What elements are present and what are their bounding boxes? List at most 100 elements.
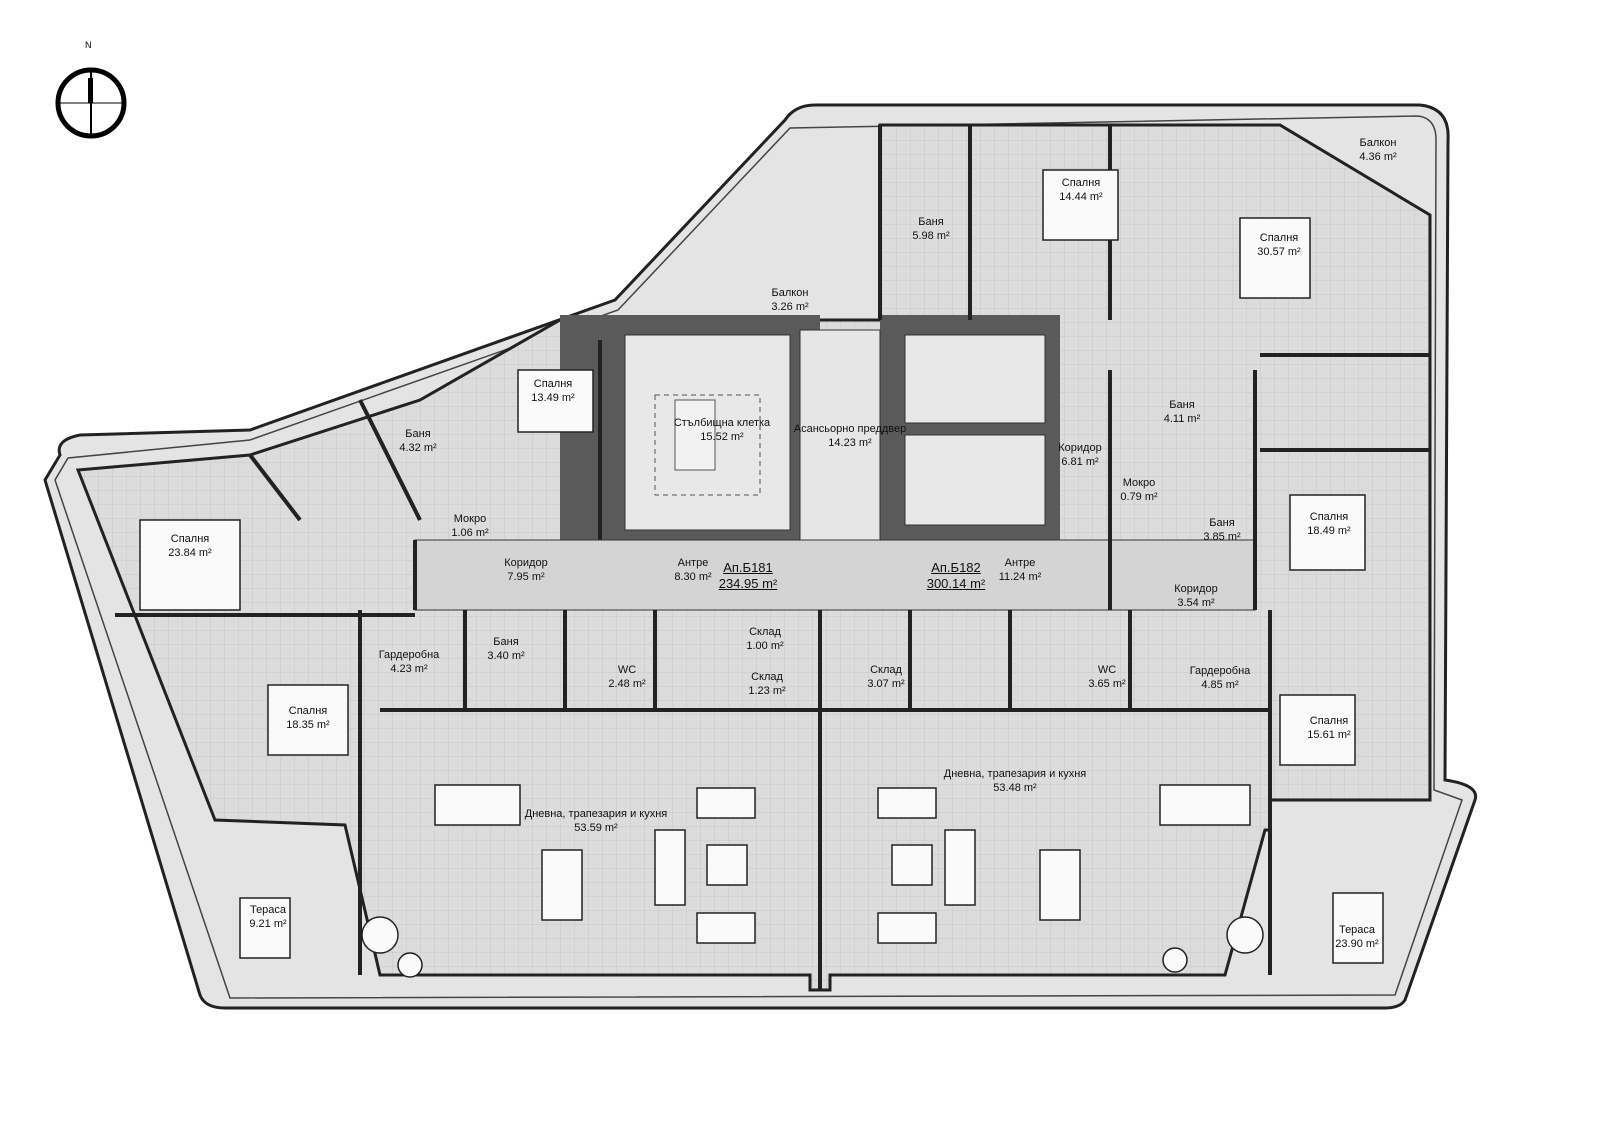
sofa: [877, 912, 937, 944]
room-label: Антре 11.24 m²: [999, 556, 1042, 584]
room-area: 3.40 m²: [487, 650, 525, 662]
room-name: Мокро: [1122, 477, 1156, 489]
room-name: Спалня: [533, 378, 573, 390]
bed: [1289, 494, 1366, 571]
room-area: 1.00 m²: [746, 640, 784, 652]
room-label: Дневна, трапезария и кухня 53.48 m²: [944, 767, 1087, 795]
bed: [517, 369, 594, 433]
room-name: Баня: [493, 636, 519, 648]
sofa: [696, 787, 756, 819]
room-name: Баня: [1169, 399, 1195, 411]
room-name: Балкон: [771, 287, 809, 299]
room-name: Антре: [677, 557, 709, 569]
room-name: Спалня: [1061, 177, 1101, 189]
room-area: 3.85 m²: [1203, 531, 1241, 543]
room-area: 5.98 m²: [912, 230, 950, 242]
room-area: 9.21 m²: [249, 918, 287, 930]
coffee-table: [891, 844, 933, 886]
room-area: 4.32 m²: [399, 442, 437, 454]
room-label: Баня 3.40 m²: [487, 635, 524, 663]
room-label: Тераса 23.90 m²: [1335, 923, 1378, 951]
room-name: Дневна, трапезария и кухня: [943, 768, 1087, 780]
dining-table: [1039, 849, 1081, 921]
room-area: 3.65 m²: [1088, 678, 1126, 690]
room-area: 4.85 m²: [1201, 679, 1239, 691]
room-name: Стълбищна клетка: [673, 417, 771, 429]
room-name: Склад: [749, 626, 781, 638]
room-name: Склад: [751, 671, 783, 683]
room-area: 15.61 m²: [1307, 729, 1351, 741]
bed: [1279, 694, 1356, 766]
apartment-name: Ап.Б181: [723, 560, 773, 575]
apartment-name: Ап.Б182: [931, 560, 981, 575]
room-name: Тераса: [1338, 924, 1376, 936]
room-name: Спалня: [1259, 232, 1299, 244]
room-area: 1.23 m²: [748, 685, 786, 697]
room-name: Баня: [405, 428, 431, 440]
room-area: 53.48 m²: [993, 782, 1037, 794]
room-area: 4.36 m²: [1359, 151, 1397, 163]
room-area: 30.57 m²: [1257, 246, 1301, 258]
room-name: WC: [1097, 664, 1117, 676]
room-name: Баня: [918, 216, 944, 228]
room-area: 3.54 m²: [1177, 597, 1215, 609]
outdoor-table: [239, 897, 291, 959]
room-label: Спалня 23.84 m²: [168, 532, 211, 560]
room-label: WC 3.65 m²: [1088, 663, 1125, 691]
room-area: 11.24 m²: [998, 571, 1042, 583]
room-area: 0.79 m²: [1120, 491, 1158, 503]
kitchen-island: [1159, 784, 1251, 826]
apartment-area: 234.95 m²: [718, 576, 778, 591]
north-arrow-icon: [55, 67, 127, 139]
room-name: Гардеробна: [1189, 665, 1251, 677]
room-label: Спалня 14.44 m²: [1059, 176, 1102, 204]
room-area: 7.95 m²: [507, 571, 545, 583]
apartment-area: 300.14 m²: [926, 576, 986, 591]
room-name: Антре: [1004, 557, 1036, 569]
room-area: 3.26 m²: [771, 301, 809, 313]
room-name: Балкон: [1359, 137, 1397, 149]
north-label: N: [85, 40, 92, 50]
room-label: Баня 3.85 m²: [1203, 516, 1240, 544]
sofa: [654, 829, 686, 906]
room-area: 23.84 m²: [168, 547, 212, 559]
room-name: Баня: [1209, 517, 1235, 529]
room-area: 14.44 m²: [1059, 191, 1103, 203]
room-area: 4.23 m²: [390, 663, 428, 675]
sofa: [944, 829, 976, 906]
room-label: Склад 1.00 m²: [746, 625, 783, 653]
room-area: 23.90 m²: [1335, 938, 1379, 950]
room-area: 14.23 m²: [828, 437, 872, 449]
sofa: [877, 787, 937, 819]
room-label: Склад 1.23 m²: [748, 670, 785, 698]
room-area: 53.59 m²: [574, 822, 618, 834]
room-area: 3.07 m²: [867, 678, 905, 690]
room-label: Склад 3.07 m²: [867, 663, 904, 691]
room-label: Баня 4.32 m²: [399, 427, 436, 455]
room-label: Спалня 30.57 m²: [1257, 231, 1300, 259]
room-area: 2.48 m²: [608, 678, 646, 690]
sofa: [696, 912, 756, 944]
room-name: Спалня: [288, 705, 328, 717]
room-name: Мокро: [453, 513, 487, 525]
bed: [267, 684, 349, 756]
room-name: Склад: [870, 664, 902, 676]
room-name: Спалня: [170, 533, 210, 545]
room-label: Баня 5.98 m²: [912, 215, 949, 243]
room-name: Тераса: [249, 904, 287, 916]
